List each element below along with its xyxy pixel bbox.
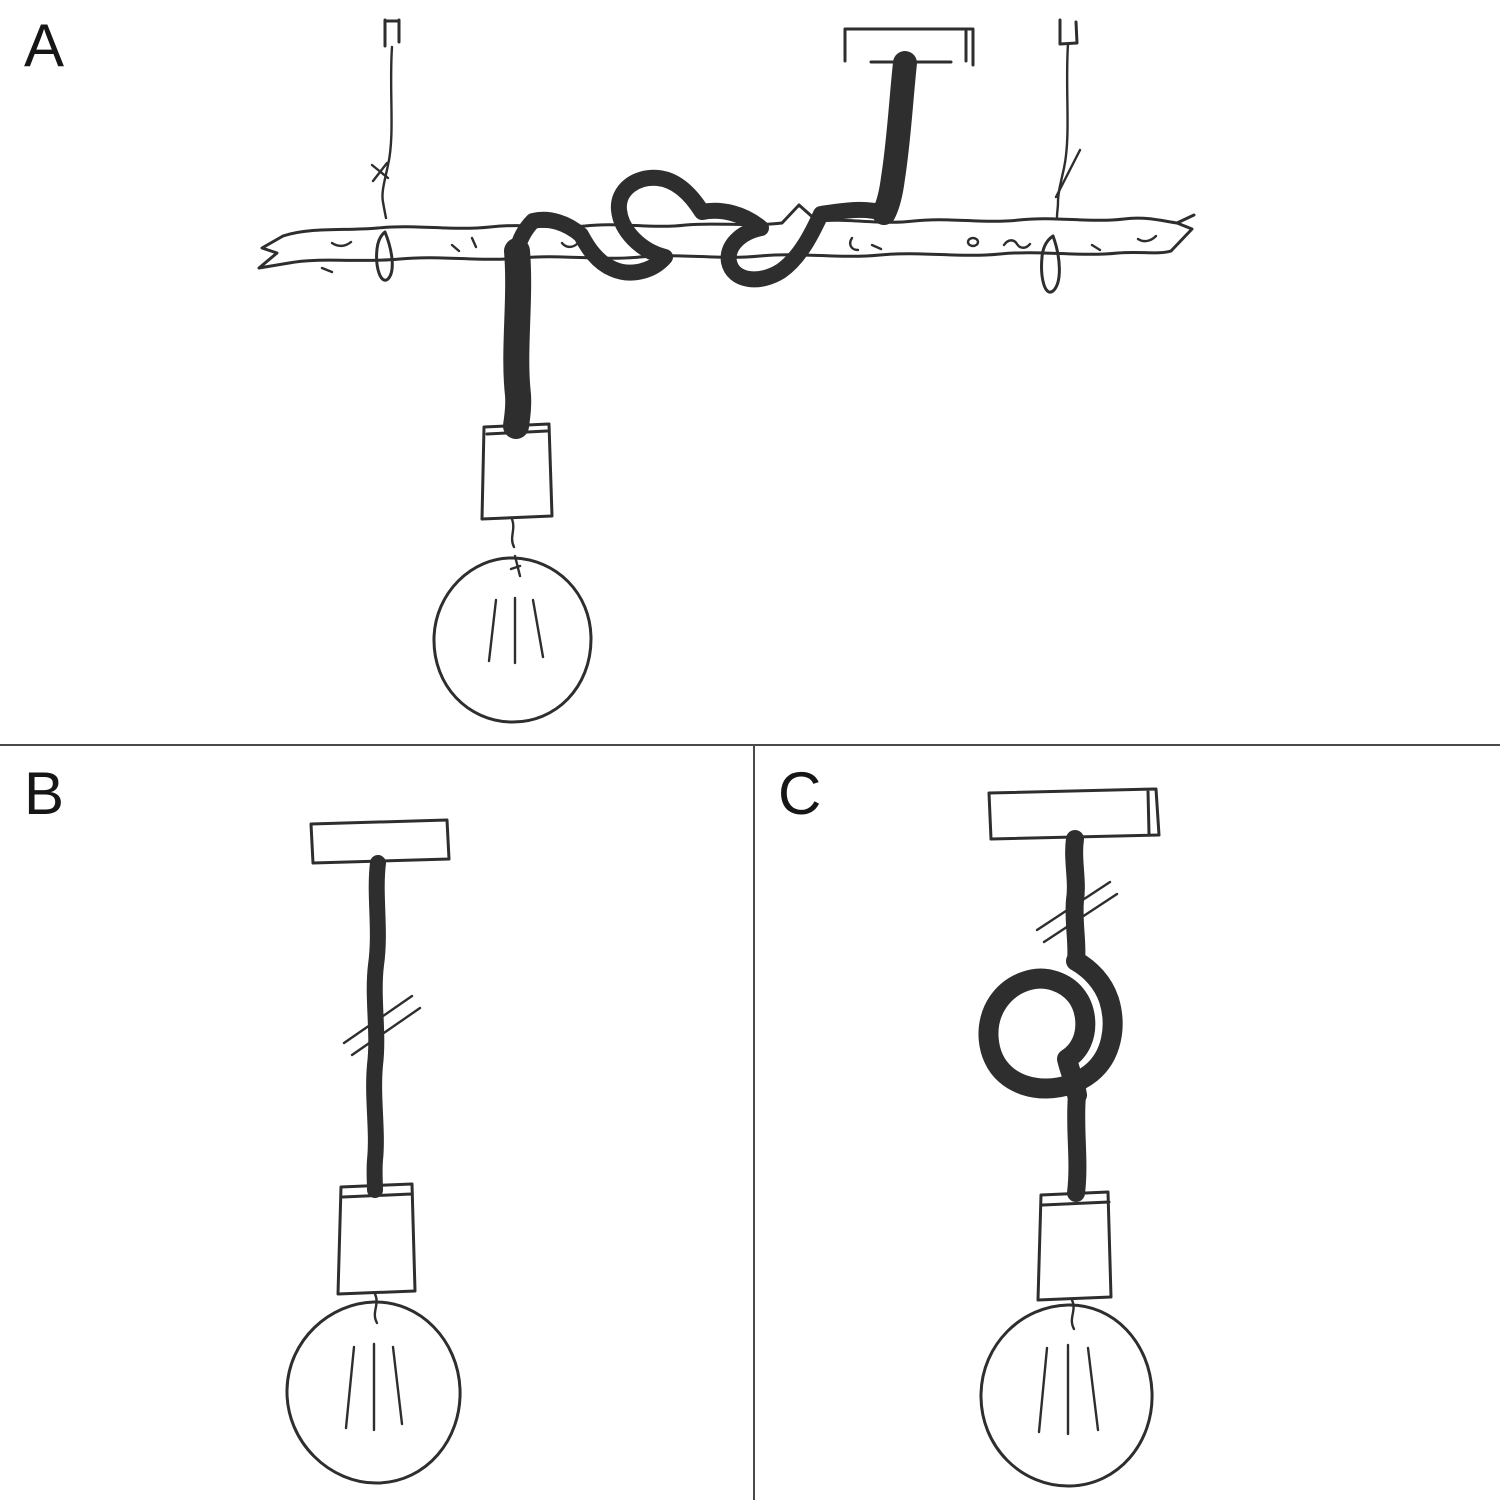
rope-twist-hatching bbox=[504, 250, 530, 426]
branch-top-edge bbox=[281, 203, 1179, 238]
length-break-marks-b bbox=[342, 994, 422, 1057]
length-break-marks-c bbox=[1035, 880, 1119, 944]
lamp-holder-b bbox=[336, 1182, 417, 1296]
ceiling-rose-c bbox=[987, 787, 1161, 841]
suspension-wire-right bbox=[1055, 42, 1070, 219]
ceiling-hook-left bbox=[383, 18, 401, 48]
wire-loose-end-right bbox=[1040, 234, 1061, 294]
branch-left-fork bbox=[257, 234, 291, 270]
bulb-neck-squiggle-b bbox=[373, 1292, 379, 1325]
panel-label-a: A bbox=[24, 12, 66, 79]
bulb-filament-c bbox=[1037, 1343, 1100, 1436]
bulb-neck-squiggle-a bbox=[509, 517, 522, 578]
bulb-filament-b bbox=[344, 1342, 404, 1432]
vertical-divider bbox=[753, 745, 755, 1500]
bulb-c bbox=[979, 1303, 1154, 1488]
rope-twist-hatching bbox=[1068, 1097, 1086, 1182]
bulb-filament-a bbox=[487, 596, 545, 665]
lamp-holder-a bbox=[480, 422, 554, 521]
rope-twist-hatching bbox=[875, 64, 916, 209]
bulb-a bbox=[432, 556, 593, 724]
rope-twist-hatching bbox=[1066, 841, 1085, 952]
horizontal-divider bbox=[0, 744, 1500, 746]
panel-label-c: C bbox=[778, 760, 823, 827]
suspension-wire-left bbox=[381, 45, 394, 220]
ceiling-hook-right bbox=[1058, 18, 1079, 46]
panel-c-drawing bbox=[978, 787, 1161, 1488]
lamp-holder-c bbox=[1036, 1190, 1113, 1302]
branch-right-tip bbox=[1169, 213, 1196, 253]
wire-loose-end-left bbox=[375, 230, 394, 282]
wire-knot-left bbox=[370, 161, 390, 183]
ceiling-rose-b bbox=[309, 818, 451, 865]
branch-bark-details bbox=[320, 234, 1158, 274]
ceiling-rose-a bbox=[843, 27, 975, 67]
bulb-neck-squiggle-c bbox=[1070, 1298, 1076, 1331]
branch-bottom-edge bbox=[287, 249, 1173, 265]
panel-a-drawing bbox=[257, 18, 1196, 724]
bulb-b bbox=[285, 1300, 462, 1485]
wire-knot-right bbox=[1054, 148, 1082, 199]
panel-label-b: B bbox=[24, 760, 66, 827]
panel-b-drawing bbox=[285, 818, 462, 1485]
